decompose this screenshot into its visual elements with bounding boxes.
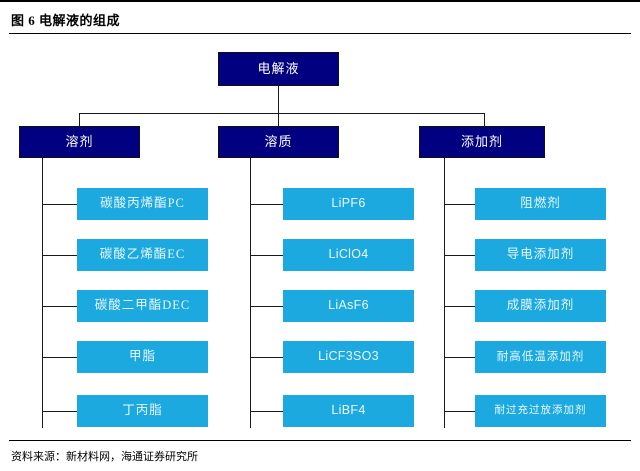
- tree-leaf-additive-1[interactable]: 阻燃剂: [475, 188, 606, 220]
- tree-leaf-solvent-3-label: 碳酸二甲酯DEC: [94, 298, 191, 313]
- electrolyte-composition-tree: 电解液 溶剂 溶质 添加剂 碳酸丙烯酯PC 碳酸乙烯酯EC 碳酸二甲酯DEC 甲…: [0, 32, 640, 440]
- tree-leaf-solute-2-label: LiClO4: [328, 247, 369, 262]
- connector-spine-solvent: [42, 158, 43, 428]
- tree-leaf-solvent-2[interactable]: 碳酸乙烯酯EC: [77, 239, 208, 271]
- connector-elbow-solute-4: [250, 357, 283, 358]
- tree-leaf-additive-5[interactable]: 耐过充过放添加剂: [475, 395, 606, 427]
- connector-elbow-solvent-1: [42, 204, 77, 205]
- connector-elbow-additive-1: [444, 204, 475, 205]
- tree-leaf-additive-2[interactable]: 导电添加剂: [475, 239, 606, 271]
- figure-footer: 资料来源：新材料网，海通证券研究所: [0, 440, 640, 471]
- connector-elbow-additive-5: [444, 411, 475, 412]
- tree-node-root-label: 电解液: [257, 60, 300, 76]
- tree-node-branch-solute[interactable]: 溶质: [218, 126, 339, 158]
- tree-leaf-solvent-3[interactable]: 碳酸二甲酯DEC: [77, 290, 208, 322]
- connector-branch-bus: [79, 113, 484, 114]
- tree-leaf-solute-5-label: LiBF4: [331, 403, 366, 418]
- footer-divider: [9, 440, 631, 441]
- connector-elbow-solute-1: [250, 204, 283, 205]
- tree-leaf-additive-3-label: 成膜添加剂: [506, 298, 575, 313]
- tree-leaf-solute-2[interactable]: LiClO4: [283, 239, 414, 271]
- connector-elbow-solvent-4: [42, 357, 77, 358]
- connector-bus-drop-solvent: [79, 113, 80, 126]
- tree-leaf-solute-3-label: LiAsF6: [328, 298, 369, 313]
- tree-leaf-solute-3[interactable]: LiAsF6: [283, 290, 414, 322]
- tree-node-branch-additive[interactable]: 添加剂: [419, 126, 545, 158]
- tree-leaf-additive-1-label: 阻燃剂: [520, 196, 561, 211]
- tree-leaf-additive-2-label: 导电添加剂: [506, 247, 575, 262]
- tree-leaf-additive-5-label: 耐过充过放添加剂: [494, 405, 587, 417]
- connector-elbow-solvent-2: [42, 255, 77, 256]
- tree-leaf-solvent-1[interactable]: 碳酸丙烯酯PC: [77, 188, 208, 220]
- tree-node-branch-additive-label: 添加剂: [460, 133, 503, 149]
- tree-node-branch-solvent[interactable]: 溶剂: [19, 126, 140, 158]
- tree-node-branch-solute-label: 溶质: [264, 133, 293, 149]
- figure-header: 图 6 电解液的组成: [0, 0, 640, 34]
- connector-root-stem: [278, 86, 279, 113]
- connector-elbow-additive-4: [444, 357, 475, 358]
- connector-spine-additive: [444, 158, 445, 428]
- tree-leaf-solute-4-label: LiCF3SO3: [318, 349, 379, 364]
- connector-elbow-solvent-3: [42, 306, 77, 307]
- tree-leaf-solvent-5-label: 丁丙脂: [122, 403, 163, 418]
- connector-elbow-solute-5: [250, 411, 283, 412]
- tree-leaf-additive-3[interactable]: 成膜添加剂: [475, 290, 606, 322]
- tree-node-branch-solvent-label: 溶剂: [65, 133, 94, 149]
- connector-elbow-solute-3: [250, 306, 283, 307]
- tree-leaf-solvent-5[interactable]: 丁丙脂: [77, 395, 208, 427]
- connector-elbow-solvent-5: [42, 411, 77, 412]
- connector-elbow-solute-2: [250, 255, 283, 256]
- connector-spine-solute: [250, 158, 251, 428]
- tree-leaf-solvent-1-label: 碳酸丙烯酯PC: [100, 196, 185, 211]
- tree-leaf-solvent-4[interactable]: 甲脂: [77, 341, 208, 373]
- tree-leaf-solute-5[interactable]: LiBF4: [283, 395, 414, 427]
- connector-elbow-additive-2: [444, 255, 475, 256]
- tree-leaf-solute-4[interactable]: LiCF3SO3: [283, 341, 414, 373]
- tree-node-root[interactable]: 电解液: [218, 52, 339, 86]
- tree-leaf-solute-1-label: LiPF6: [331, 196, 366, 211]
- connector-elbow-additive-3: [444, 306, 475, 307]
- connector-bus-drop-additive: [484, 113, 485, 126]
- tree-leaf-additive-4-label: 耐高低温添加剂: [496, 350, 585, 363]
- tree-leaf-solvent-2-label: 碳酸乙烯酯EC: [99, 247, 186, 262]
- connector-bus-drop-solute: [278, 113, 279, 126]
- header-divider: [9, 33, 631, 34]
- tree-leaf-solute-1[interactable]: LiPF6: [283, 188, 414, 220]
- tree-leaf-solvent-4-label: 甲脂: [128, 349, 156, 364]
- source-note: 资料来源：新材料网，海通证券研究所: [11, 451, 198, 463]
- tree-leaf-additive-4[interactable]: 耐高低温添加剂: [475, 341, 606, 373]
- page-title: 图 6 电解液的组成: [11, 13, 121, 28]
